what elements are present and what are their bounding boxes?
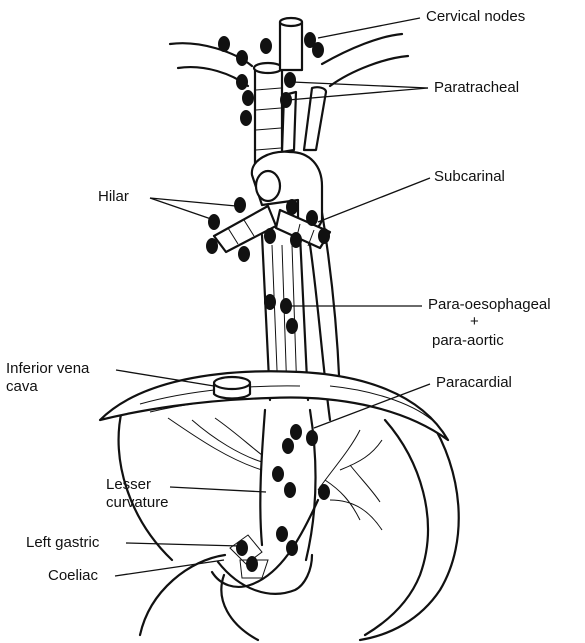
- arch-vessel-cut: [256, 171, 280, 201]
- coeliac-leader: [115, 560, 224, 576]
- cervical-leader: [318, 18, 420, 38]
- neck-vessel-top: [280, 18, 302, 26]
- left-gastric-node: [276, 526, 288, 542]
- lesser-curvature-node: [272, 466, 284, 482]
- label-paracardial: Paracardial: [436, 374, 512, 391]
- label-plus: +: [470, 313, 479, 330]
- left-gastric-node: [286, 540, 298, 556]
- paratracheal-leader-2: [288, 88, 428, 100]
- label-paratracheal: Paratracheal: [434, 79, 519, 96]
- diaphragm: [100, 371, 448, 440]
- label-para-oesophageal: Para-oesophageal: [428, 296, 551, 313]
- hilar-node: [238, 246, 250, 262]
- subcarinal-node: [264, 228, 276, 244]
- paratracheal-node: [242, 90, 254, 106]
- trachea-top: [254, 63, 282, 73]
- subcarinal-node: [318, 228, 330, 244]
- para-oesophageal-node: [280, 298, 292, 314]
- subcarinal-node: [286, 199, 298, 215]
- hilar-node: [206, 238, 218, 254]
- left-bronchus: [214, 206, 276, 252]
- paracardial-node: [290, 424, 302, 440]
- left-gastric-leader: [126, 543, 240, 546]
- gastric-branches: [318, 430, 382, 530]
- para-oesophageal-node: [264, 294, 276, 310]
- anatomy-drawing: [100, 18, 459, 640]
- label-cervical-nodes: Cervical nodes: [426, 8, 525, 25]
- paratracheal-node: [240, 110, 252, 126]
- label-coeliac: Coeliac: [48, 567, 99, 584]
- paratracheal-node: [284, 72, 296, 88]
- lesser-curvature-node: [284, 482, 296, 498]
- subcarinal-node: [306, 210, 318, 226]
- cervical-node: [260, 38, 272, 54]
- neck-vessel: [280, 22, 302, 70]
- subcarinal-node: [290, 232, 302, 248]
- subcarinal-leader: [318, 178, 430, 222]
- hilar-node: [208, 214, 220, 230]
- label-inferior-vena-cava-1: Inferior vena: [6, 360, 90, 377]
- label-para-aortic: para-aortic: [432, 332, 504, 349]
- label-subcarinal: Subcarinal: [434, 168, 505, 185]
- cervical-node: [312, 42, 324, 58]
- stomach-lining: [168, 418, 262, 470]
- coeliac-node: [236, 540, 248, 556]
- paratracheal-node: [236, 74, 248, 90]
- cervical-node: [218, 36, 230, 52]
- label-hilar: Hilar: [98, 188, 129, 205]
- label-left-gastric: Left gastric: [26, 534, 100, 551]
- coeliac-trunk: [218, 555, 312, 594]
- label-lesser-curvature-2: curvature: [106, 494, 169, 511]
- cervical-node: [236, 50, 248, 66]
- paracardial-node: [306, 430, 318, 446]
- ivc-opening: [214, 377, 250, 389]
- right-clavicle: [322, 34, 408, 86]
- label-lesser-curvature-1: Lesser: [106, 476, 151, 493]
- coeliac-node: [246, 556, 258, 572]
- stomach-inner-wall: [365, 420, 428, 635]
- hilar-node: [234, 197, 246, 213]
- lesser-curvature-leader: [170, 487, 266, 492]
- para-oesophageal-node: [286, 318, 298, 334]
- lesser-curvature-node: [318, 484, 330, 500]
- paracardial-node: [282, 438, 294, 454]
- label-inferior-vena-cava-2: cava: [6, 378, 38, 395]
